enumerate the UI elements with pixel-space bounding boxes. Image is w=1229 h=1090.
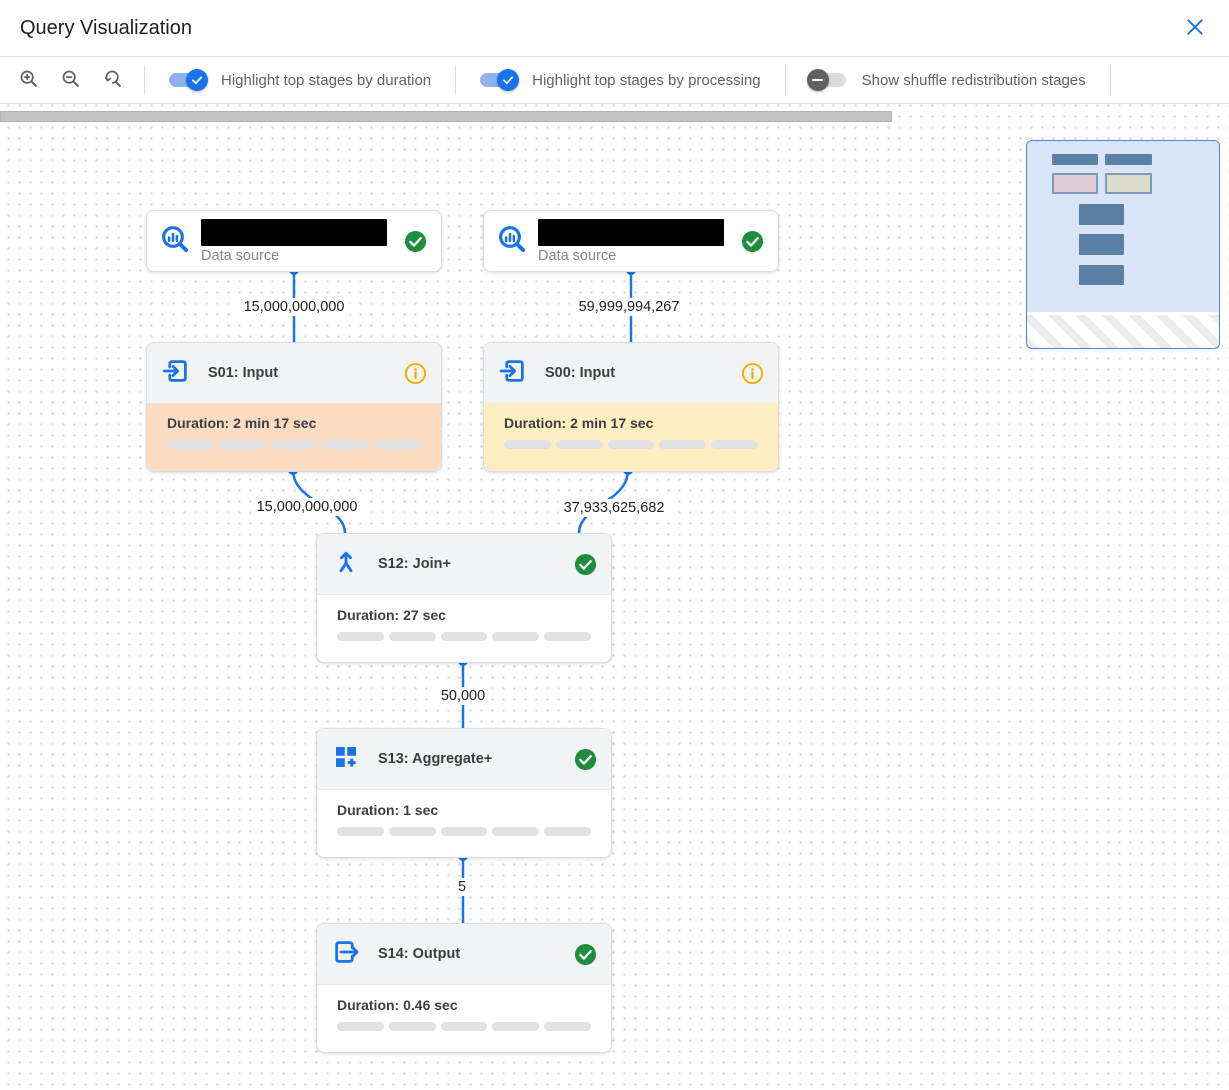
edge-label: 15,000,000,000 xyxy=(238,298,350,316)
node-stage-s14-output[interactable]: S14: Output Duration: 0.46 sec xyxy=(316,923,612,1053)
minimap-node xyxy=(1052,154,1098,165)
toggle-show-shuffle[interactable]: Show shuffle redistribution stages xyxy=(786,69,1110,91)
bigquery-table-icon xyxy=(496,223,528,260)
node-data-source-1[interactable]: Data source xyxy=(146,210,442,272)
status-success-icon xyxy=(574,943,597,966)
redacted-table-name xyxy=(538,218,724,246)
toggle-switch-duration[interactable] xyxy=(169,69,208,91)
zoom-out-button[interactable] xyxy=(58,67,84,93)
stage-progress-bar xyxy=(337,632,591,641)
close-icon xyxy=(1185,17,1205,40)
toolbar: Highlight top stages by duration Highlig… xyxy=(0,56,1229,104)
zoom-controls xyxy=(0,67,144,93)
zoom-reset-icon xyxy=(102,68,124,93)
stage-progress-bar xyxy=(167,440,421,449)
stage-title: S13: Aggregate+ xyxy=(378,751,493,767)
minimap-node xyxy=(1079,234,1124,255)
toggle-check-icon xyxy=(497,69,520,91)
toggle-highlight-duration[interactable]: Highlight top stages by duration xyxy=(145,69,455,91)
output-stage-icon xyxy=(331,937,361,972)
node-stage-s00-input[interactable]: S00: Input Duration: 2 min 17 sec xyxy=(483,342,779,472)
toolbar-divider xyxy=(455,65,457,95)
toggle-label-shuffle: Show shuffle redistribution stages xyxy=(861,71,1086,89)
edge-label: 37,933,625,682 xyxy=(558,499,670,517)
join-stage-icon xyxy=(331,547,361,582)
stage-progress-bar xyxy=(337,827,591,836)
minimap-outside-area xyxy=(1027,315,1219,348)
aggregate-stage-icon xyxy=(331,742,361,777)
stage-progress-bar xyxy=(504,440,758,449)
input-stage-icon xyxy=(498,356,528,391)
dialog-title: Query Visualization xyxy=(20,16,192,39)
node-data-source-2[interactable]: Data source xyxy=(483,210,779,272)
close-button[interactable] xyxy=(1181,14,1209,42)
toolbar-divider xyxy=(144,65,145,95)
duration-label: Duration: 2 min 17 sec xyxy=(167,415,317,431)
dialog-header: Query Visualization xyxy=(0,0,1229,56)
toolbar-divider xyxy=(784,65,786,95)
node-stage-s01-input[interactable]: S01: Input Duration: 2 min 17 sec xyxy=(146,342,442,472)
toggle-minus-icon xyxy=(806,69,829,91)
minimap-node xyxy=(1079,265,1124,285)
edge-label: 15,000,000,000 xyxy=(251,498,363,516)
toolbar-divider xyxy=(1109,65,1111,95)
zoom-out-icon xyxy=(60,68,82,93)
redacted-table-name xyxy=(201,218,387,246)
data-source-label: Data source xyxy=(201,247,280,264)
edge-label: 50,000 xyxy=(435,687,491,705)
status-success-icon xyxy=(404,230,427,253)
minimap-node xyxy=(1079,204,1124,225)
node-stage-s12-join[interactable]: S12: Join+ Duration: 27 sec xyxy=(316,533,612,663)
toggle-check-icon xyxy=(186,69,208,91)
zoom-in-button[interactable] xyxy=(16,67,42,93)
toggle-highlight-processing[interactable]: Highlight top stages by processing xyxy=(456,69,784,91)
stage-title: S14: Output xyxy=(378,946,461,962)
stage-duration-panel: Duration: 0.46 sec xyxy=(317,984,611,1052)
stage-title: S01: Input xyxy=(208,365,279,381)
edge-label: 5 xyxy=(452,878,472,896)
toggle-label-duration: Highlight top stages by duration xyxy=(221,71,432,89)
toggle-switch-shuffle[interactable] xyxy=(806,69,846,91)
stage-progress-bar xyxy=(337,1022,591,1031)
edge-label: 59,999,994,267 xyxy=(573,298,685,316)
stage-title: S12: Join+ xyxy=(378,556,451,572)
graph-canvas[interactable]: 15,000,000,000 59,999,994,267 15,000,000… xyxy=(0,104,1229,1090)
duration-label: Duration: 1 sec xyxy=(337,802,439,818)
duration-label: Duration: 2 min 17 sec xyxy=(504,415,654,431)
zoom-reset-button[interactable] xyxy=(100,67,126,93)
status-success-icon xyxy=(741,230,764,253)
duration-label: Duration: 27 sec xyxy=(337,607,446,623)
status-info-icon xyxy=(404,362,427,385)
stage-duration-panel: Duration: 1 sec xyxy=(317,789,611,857)
bigquery-table-icon xyxy=(159,223,191,260)
minimap-node-highlight-processing xyxy=(1105,173,1152,194)
node-stage-s13-aggregate[interactable]: S13: Aggregate+ Duration: 1 sec xyxy=(316,728,612,858)
stage-title: S00: Input xyxy=(545,365,616,381)
graph-minimap[interactable] xyxy=(1026,140,1220,349)
stage-duration-panel: Duration: 27 sec xyxy=(317,594,611,662)
stage-duration-panel: Duration: 2 min 17 sec xyxy=(484,403,778,471)
minimap-node xyxy=(1105,154,1152,165)
toggle-switch-processing[interactable] xyxy=(480,69,520,91)
zoom-in-icon xyxy=(18,68,40,93)
data-source-label: Data source xyxy=(538,247,617,264)
input-stage-icon xyxy=(161,356,191,391)
stage-duration-panel: Duration: 2 min 17 sec xyxy=(147,403,441,471)
toggle-label-processing: Highlight top stages by processing xyxy=(532,71,761,89)
status-success-icon xyxy=(574,748,597,771)
status-info-icon xyxy=(741,362,764,385)
status-success-icon xyxy=(574,553,597,576)
minimap-viewport xyxy=(1027,141,1219,312)
minimap-node-highlight-duration xyxy=(1052,173,1098,194)
horizontal-scrollbar-thumb[interactable] xyxy=(0,111,892,122)
duration-label: Duration: 0.46 sec xyxy=(337,997,458,1013)
